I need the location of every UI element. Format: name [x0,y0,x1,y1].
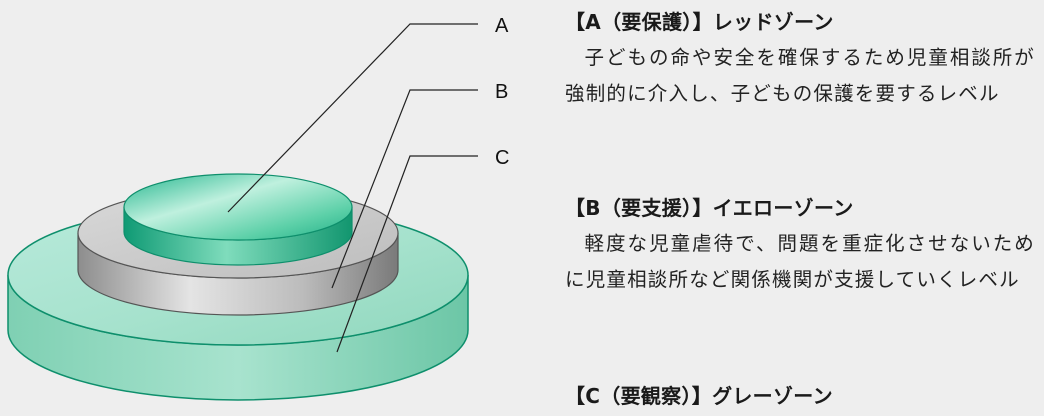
leader-line-a [227,23,478,213]
level-a-description: 子どもの命や安全を確保するため児童相談所が強制的に介入し、子どもの保護を要するレ… [565,46,1035,105]
level-a-heading: 【A（要保護）】レッドゾーン [565,10,834,34]
leader-line-b [331,89,478,289]
level-descriptions: 【A（要保護）】レッドゾーン 子どもの命や安全を確保するため児童相談所が強制的に… [565,0,1035,412]
disc-illustration [7,23,478,401]
label-a: A [495,15,509,37]
leader-line-c [336,155,478,353]
level-b-description: 軽度な児童虐待で、問題を重症化させないために児童相談所など関係機関が支援していく… [565,232,1035,291]
disc-a-green [123,173,353,266]
level-b-block: 【B（要支援）】イエローゾーン 軽度な児童虐待で、問題を重症化させないために児童… [565,196,1035,298]
level-a-block: 【A（要保護）】レッドゾーン 子どもの命や安全を確保するため児童相談所が強制的に… [565,10,1035,112]
level-c-heading: 【C（要観察）】グレーゾーン [565,384,833,408]
level-b-heading: 【B（要支援）】イエローゾーン [565,196,854,220]
layered-disc-diagram: A B C [7,15,510,401]
label-b: B [495,81,509,103]
label-c: C [495,147,510,169]
level-c-block: 【C（要観察）】グレーゾーン [565,384,1035,408]
